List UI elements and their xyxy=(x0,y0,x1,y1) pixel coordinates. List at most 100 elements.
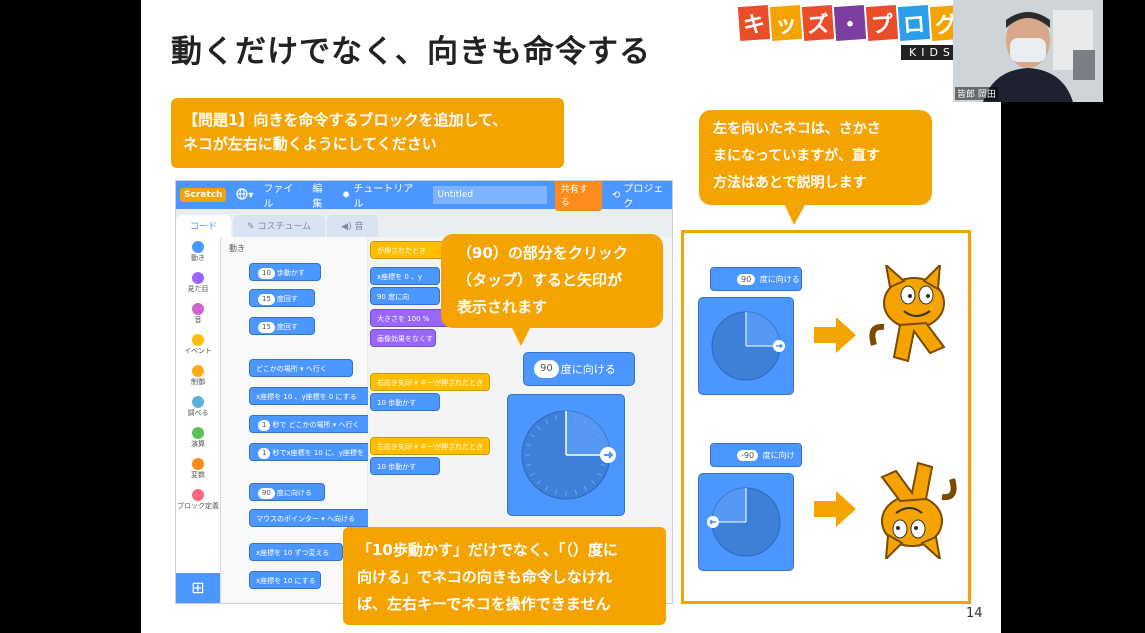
category-item[interactable]: 演算 xyxy=(176,423,220,454)
script-block[interactable]: が押されたとき xyxy=(370,241,450,259)
example-block-left: -90 度に向ける xyxy=(710,443,802,484)
category-dot-icon xyxy=(192,396,204,408)
category-item[interactable]: 制御 xyxy=(176,361,220,392)
category-item[interactable]: 変数 xyxy=(176,454,220,485)
category-label: 調べる xyxy=(187,409,209,417)
category-label: 音 xyxy=(194,316,202,324)
script-block[interactable]: 右向き矢印 ▾ キーが押されたとき xyxy=(370,373,490,391)
direction-dial[interactable] xyxy=(508,395,624,515)
slide-title: 動くだけでなく、向きも命令する xyxy=(171,34,651,70)
editor-tabs: コード ✎ コスチューム ◀) 音 xyxy=(176,215,380,237)
block-value[interactable]: 15 xyxy=(258,322,275,333)
block-label: 度回す xyxy=(276,295,298,303)
script-block[interactable]: 大きさを 100 % xyxy=(370,309,450,327)
extension-icon[interactable]: ⊞ xyxy=(176,573,220,603)
category-label: 制御 xyxy=(191,378,205,386)
tab-code[interactable]: コード xyxy=(176,215,232,237)
category-label: 変数 xyxy=(191,471,205,479)
explanation-callout: 「10歩動かす」だけでなく、「（）度に 向ける」でネコの向きも命令しなけれ ば、… xyxy=(343,527,666,625)
category-item[interactable]: 調べる xyxy=(176,392,220,423)
cat-sprite-facing-right xyxy=(869,265,946,363)
explanation-line-1: 「10歩動かす」だけでなく、「（）度に xyxy=(357,541,618,559)
scratch-logo[interactable]: Scratch xyxy=(180,188,227,202)
block-label: どこかの場所 ▾ へ行く xyxy=(256,365,327,373)
block-label: x座標を 10 、y座標を 0 にする xyxy=(256,393,357,401)
category-item[interactable]: イベント xyxy=(176,330,220,361)
tab-costumes-label: コスチューム xyxy=(257,222,312,232)
script-block[interactable]: 90 度に向 xyxy=(370,287,440,305)
block-value[interactable]: 15 xyxy=(258,294,275,305)
right-arrow-icon xyxy=(814,491,856,527)
category-item[interactable]: 音 xyxy=(176,299,220,330)
script-block[interactable]: 左向き矢印 ▾ キーが押されたとき xyxy=(370,437,490,455)
block-value[interactable]: 1 xyxy=(258,448,271,459)
category-label: 演算 xyxy=(191,440,205,448)
category-item[interactable]: 見た目 xyxy=(176,268,220,299)
cat-note-line-2: まになっていますが、直す xyxy=(713,148,881,164)
presenter-video xyxy=(953,0,1103,102)
category-dot-icon xyxy=(192,241,204,253)
direction-block-label: 度に向ける xyxy=(560,363,616,376)
tab-sounds-label: 音 xyxy=(354,222,364,232)
problem-line-2: ネコが左右に動くようにしてください xyxy=(183,135,437,153)
refresh-icon: ⟲ xyxy=(611,189,621,201)
category-item[interactable]: 動き xyxy=(176,237,220,268)
tab-sounds[interactable]: ◀) 音 xyxy=(327,215,378,237)
page-number: 14 xyxy=(966,606,983,621)
category-dot-icon xyxy=(192,427,204,439)
logo-tile: ッ xyxy=(769,4,803,42)
script-block[interactable]: 10 歩動かす xyxy=(370,393,440,411)
category-dot-icon xyxy=(192,334,204,346)
menu-edit[interactable]: 編集 xyxy=(312,184,323,210)
language-caret[interactable]: ▾ xyxy=(248,189,254,201)
block-value[interactable]: 1 xyxy=(258,420,271,431)
example-block-right: 90 度に向ける xyxy=(710,267,802,291)
category-label: ブロック定義 xyxy=(177,502,219,510)
block-value[interactable]: 10 xyxy=(258,268,275,279)
cat-note-callout: 左を向いたネコは、さかさ まになっていますが、直す 方法はあとで説明します xyxy=(699,110,932,225)
participant-name: 皆郎 岡田 xyxy=(955,87,998,100)
cat-sprite-upside-down xyxy=(880,461,957,559)
block-label: 度回す xyxy=(276,323,298,331)
logo-tile: ロ xyxy=(897,4,931,42)
logo-tile: ・ xyxy=(833,4,867,42)
category-item[interactable]: ブロック定義 xyxy=(176,485,220,516)
menu-tutorial[interactable]: チュートリアル xyxy=(353,184,414,210)
palette-header: 動き xyxy=(229,244,245,253)
point-in-direction-block[interactable]: 90 度に向ける xyxy=(523,352,635,386)
direction-dial-popup[interactable] xyxy=(507,394,625,516)
script-block[interactable]: 10 歩動かす xyxy=(370,457,440,475)
dial-hint-callout: （90）の部分をクリック （タップ）すると矢印が 表示されます xyxy=(441,234,663,346)
brush-icon: ✎ xyxy=(247,222,255,232)
project-page-link[interactable]: プロジェク xyxy=(623,184,664,210)
palette-block[interactable]: x座標を 10 ずつ変える xyxy=(249,543,343,561)
menu-file[interactable]: ファイル xyxy=(263,184,294,210)
script-block[interactable]: 画像効果をなくす xyxy=(370,329,436,347)
block-value[interactable]: 90 xyxy=(258,488,275,499)
block-label: 秒で どこかの場所 ▾ へ行く xyxy=(272,421,360,429)
block-label: x座標を 10 にする xyxy=(256,577,316,585)
logo-tile: ズ xyxy=(801,4,835,42)
script-block[interactable]: x座標を 0 、y xyxy=(370,267,440,285)
block-label: 秒でx座標を 10 に、y座標を xyxy=(272,449,364,457)
direction-value-input[interactable]: 90 xyxy=(534,360,559,378)
share-button[interactable]: 共有する xyxy=(554,181,602,211)
palette-block[interactable]: マウスのポインター ▾ へ向ける xyxy=(249,509,379,527)
category-dot-icon xyxy=(192,489,204,501)
explanation-line-3: ば、左右キーでネコを操作できません xyxy=(357,595,611,613)
example-dial-left xyxy=(698,473,794,571)
project-title-input[interactable]: Untitled xyxy=(433,186,547,204)
palette-block[interactable]: x座標を 10 にする xyxy=(249,571,321,589)
globe-icon[interactable] xyxy=(236,187,248,203)
palette-block[interactable]: どこかの場所 ▾ へ行く xyxy=(249,359,353,377)
category-dot-icon xyxy=(192,365,204,377)
tab-costumes[interactable]: ✎ コスチューム xyxy=(233,215,326,237)
palette-block[interactable]: x座標を 10 、y座標を 0 にする xyxy=(249,387,375,405)
